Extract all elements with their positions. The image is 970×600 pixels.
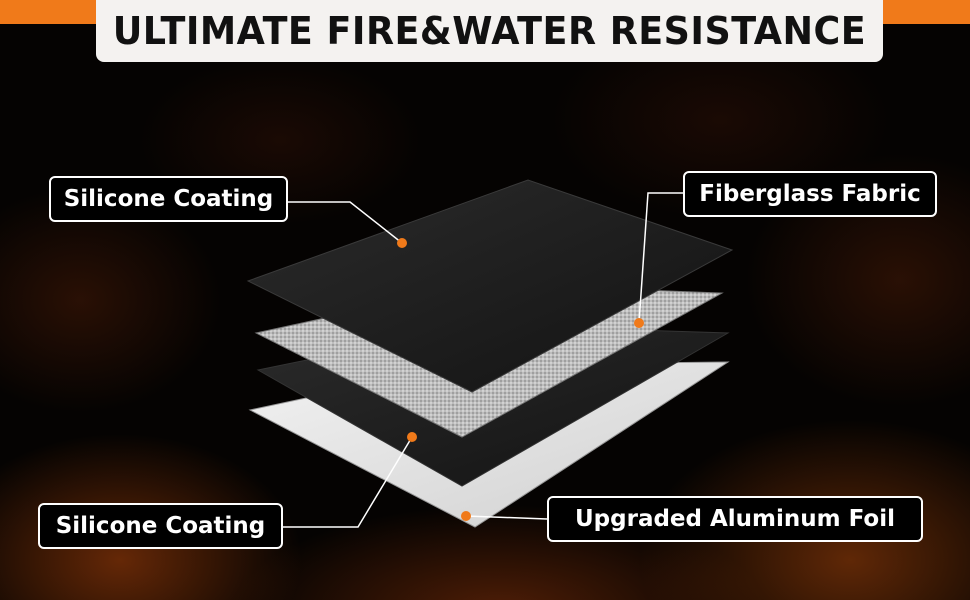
layer-pointer-dot (461, 511, 471, 521)
label-silicone-coating-top: Silicone Coating (49, 176, 288, 222)
layer-pointer-dot (397, 238, 407, 248)
label-fiberglass-fabric: Fiberglass Fabric (683, 171, 937, 217)
leader-line-top-left (288, 201, 403, 244)
layer-pointer-dot (407, 432, 417, 442)
layer-silicone-top (246, 179, 734, 393)
label-silicone-coating-bottom: Silicone Coating (38, 503, 283, 549)
leader-line-top-right (638, 192, 683, 324)
leader-line-bottom-right (465, 515, 548, 520)
title-banner: ULTIMATE FIRE&WATER RESISTANCE (96, 0, 883, 62)
page-title: ULTIMATE FIRE&WATER RESISTANCE (112, 9, 867, 53)
leader-line-bottom-left (283, 436, 413, 528)
accent-stripe-left (0, 0, 100, 24)
label-upgraded-aluminum-foil: Upgraded Aluminum Foil (547, 496, 923, 542)
accent-stripe-right (880, 0, 970, 24)
layer-pointer-dot (634, 318, 644, 328)
